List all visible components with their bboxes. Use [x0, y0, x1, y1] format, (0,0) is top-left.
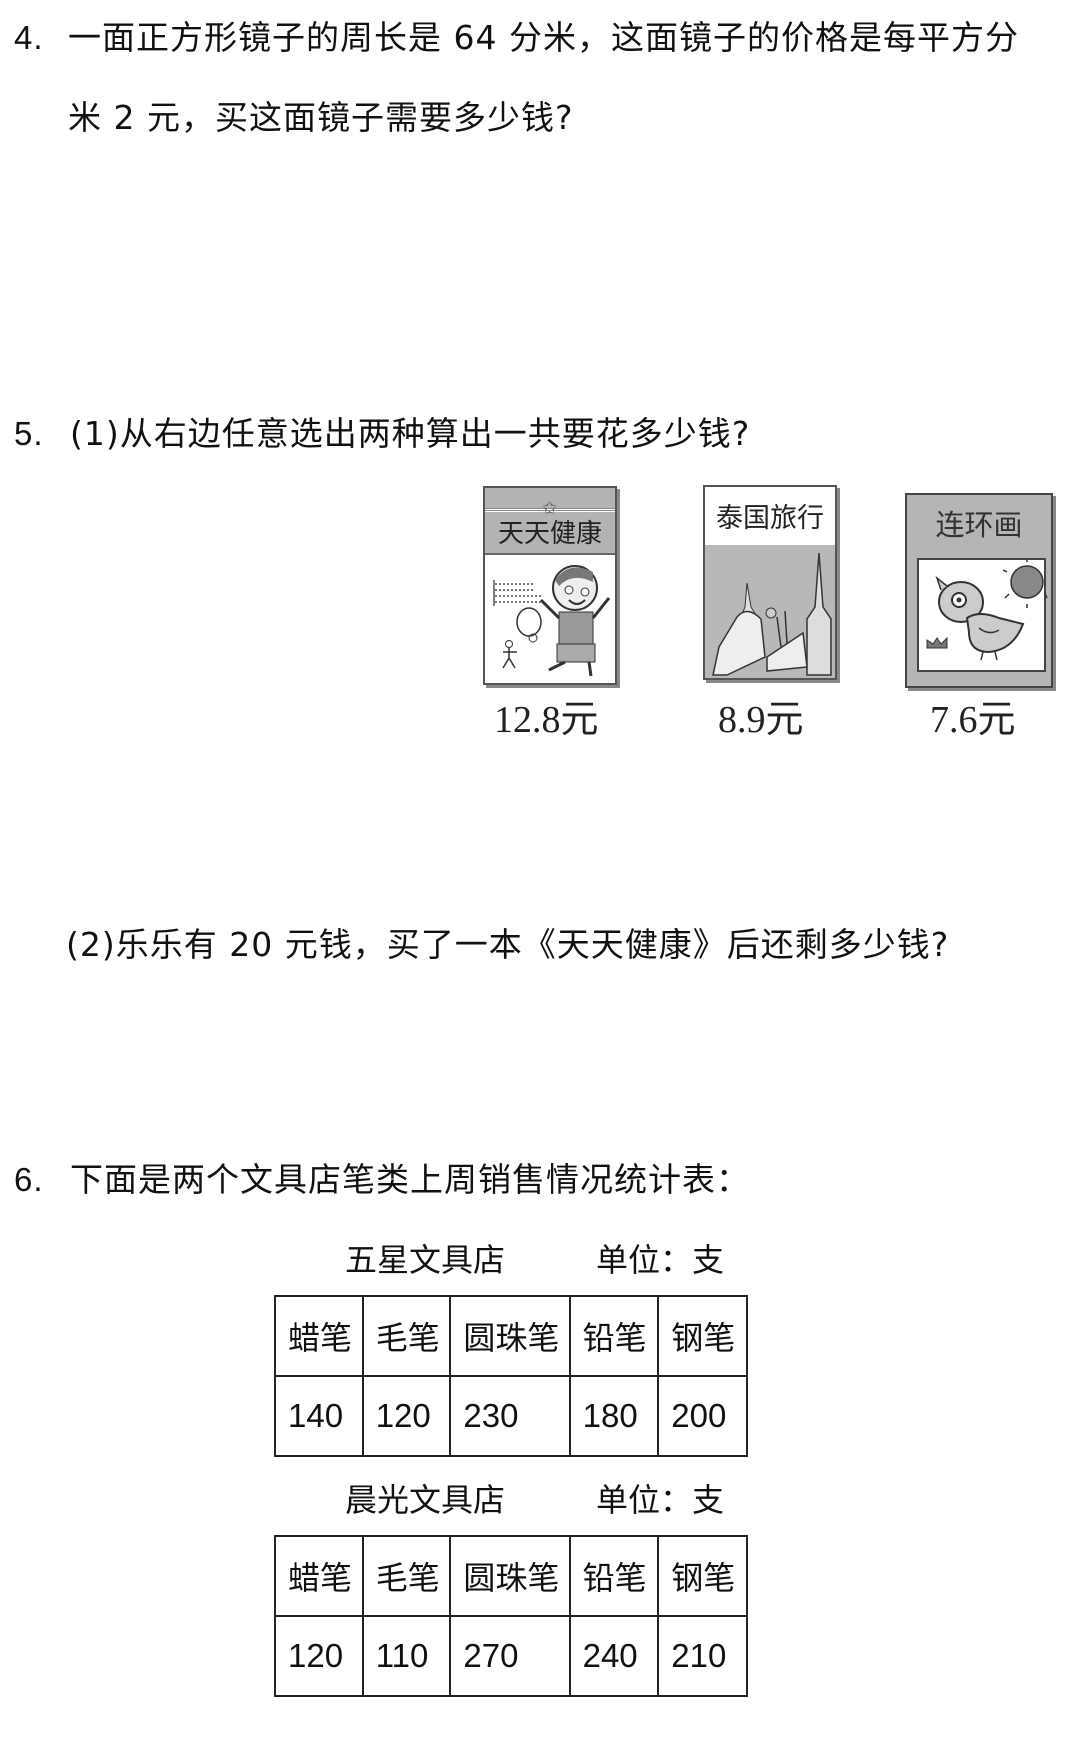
table-1-unit: 单位：支: [596, 1241, 725, 1279]
header-cell: 钢笔: [657, 1535, 748, 1617]
header-cell: 毛笔: [361, 1535, 452, 1617]
value-cell: 180: [568, 1375, 660, 1457]
book-thailand-travel: 泰国旅行: [703, 485, 837, 680]
header-cell: 圆珠笔: [449, 1535, 571, 1617]
book-title: 天天健康: [497, 519, 602, 549]
header-cell: 蜡笔: [274, 1535, 364, 1617]
table-1-wuxing-sales: 蜡笔 毛笔 圆珠笔 铅笔 钢笔 140 120 230 180 200: [274, 1295, 748, 1457]
value-cell: 120: [274, 1615, 364, 1697]
book-thailand-travel-price: 8.9元: [718, 699, 804, 741]
book-health: ✩ 天天健康: [483, 486, 617, 685]
table-1-store-name: 五星文具店: [345, 1241, 506, 1279]
book-title: 泰国旅行: [705, 495, 835, 551]
value-cell: 110: [361, 1615, 452, 1697]
header-cell: 铅笔: [568, 1295, 660, 1377]
question-6-number: 6.: [14, 1161, 44, 1198]
crown-icon: [926, 636, 948, 649]
comic-book-cover-illustration-icon: [926, 560, 1048, 661]
table-2-chenguang-sales: 蜡笔 毛笔 圆珠笔 铅笔 钢笔 120 110 270 240 210: [274, 1535, 748, 1697]
value-cell: 210: [657, 1615, 748, 1697]
question-5-part1-text: (1)从右边任意选出两种算出一共要花多少钱?: [70, 414, 751, 453]
header-cell: 钢笔: [657, 1295, 748, 1377]
table-row: 120 110 270 240 210: [274, 1615, 748, 1697]
table-header-row: 蜡笔 毛笔 圆珠笔 铅笔 钢笔: [274, 1535, 748, 1617]
book-comic: 连环画: [905, 493, 1053, 688]
value-cell: 240: [568, 1615, 660, 1697]
question-4-text-line1: 一面正方形镜子的周长是 64 分米，这面镜子的价格是每平方分: [68, 18, 1019, 57]
value-cell: 140: [274, 1375, 364, 1457]
value-cell: 270: [449, 1615, 571, 1697]
star-icon: ✩: [542, 498, 558, 519]
book-health-price: 12.8元: [494, 699, 599, 741]
table-row: 140 120 230 180 200: [274, 1375, 748, 1457]
question-6-text: 下面是两个文具店笔类上周销售情况统计表：: [70, 1160, 750, 1199]
value-cell: 200: [657, 1375, 748, 1457]
table-2-store-name: 晨光文具店: [345, 1481, 506, 1519]
value-cell: 120: [361, 1375, 452, 1457]
question-4-number: 4.: [14, 19, 44, 56]
question-5-part2-text: (2)乐乐有 20 元钱，买了一本《天天健康》后还剩多少钱?: [66, 925, 950, 964]
thailand-travel-book-cover-illustration-icon: [712, 552, 832, 676]
table-header-row: 蜡笔 毛笔 圆珠笔 铅笔 钢笔: [274, 1295, 748, 1377]
book-comic-price: 7.6元: [930, 699, 1016, 741]
table-2-unit: 单位：支: [596, 1481, 725, 1519]
value-cell: 230: [449, 1375, 571, 1457]
header-cell: 蜡笔: [274, 1295, 364, 1377]
question-4-text-line2: 米 2 元，买这面镜子需要多少钱?: [68, 98, 574, 137]
header-cell: 铅笔: [568, 1535, 660, 1617]
header-cell: 毛笔: [361, 1295, 452, 1377]
header-cell: 圆珠笔: [449, 1295, 571, 1377]
book-title: 连环画: [935, 508, 1023, 542]
health-book-cover-illustration-icon: [493, 565, 611, 677]
question-5-number: 5.: [14, 415, 44, 452]
